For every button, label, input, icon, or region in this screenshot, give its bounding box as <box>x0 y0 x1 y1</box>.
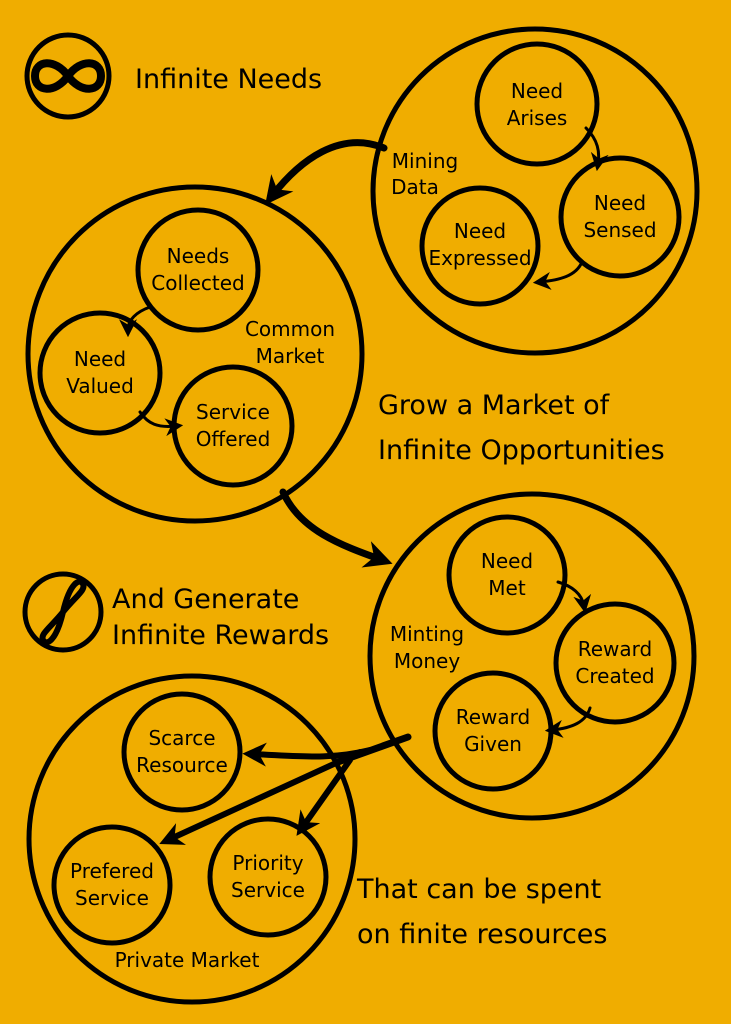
node-text: Need <box>481 549 533 573</box>
spent-text-2: on finite resources <box>357 919 607 950</box>
node-need-sensed: Need Sensed <box>558 155 682 279</box>
arrow-to-priority-service <box>296 757 353 836</box>
node-text: Reward <box>578 637 652 661</box>
private-market-cluster: Private Market Scarce Resource Prefered … <box>26 673 358 1005</box>
node-text: Need <box>511 79 563 103</box>
figure-eight-icon <box>39 578 87 646</box>
mining-data-cluster: Mining Data Need Arises Need Sensed Need… <box>370 26 700 356</box>
node-text: Given <box>464 732 522 756</box>
node-text: Sensed <box>583 218 656 242</box>
node-needs-collected: Needs Collected <box>135 207 261 333</box>
infinity-icon-ring <box>24 32 112 120</box>
generate-rewards-header: And Generate Infinite Rewards <box>22 571 329 653</box>
node-text: Prefered <box>70 859 154 883</box>
arrow-small <box>532 260 584 290</box>
node-text: Scarce <box>148 726 215 750</box>
node-text: Need <box>594 191 646 215</box>
node-service-offered: Service Offered <box>171 364 295 488</box>
arrow-small <box>138 410 184 437</box>
node-need-arises: Need Arises <box>474 41 600 167</box>
node-need-met: Need Met <box>446 514 568 636</box>
spending-arrows <box>159 733 412 845</box>
node-reward-created: Reward Created <box>553 601 677 725</box>
node-text: Reward <box>456 705 530 729</box>
arrow-mining-to-common <box>265 139 388 205</box>
mining-label: Mining <box>392 149 458 173</box>
arrow-small <box>544 706 592 738</box>
node-text: Expressed <box>428 246 531 270</box>
arrow-small <box>556 580 592 614</box>
minting-label-2: Money <box>394 649 460 673</box>
arrow-common-to-minting <box>279 488 393 568</box>
mining-label-2: Data <box>391 175 439 199</box>
node-text: Needs <box>167 244 230 268</box>
node-text: Created <box>575 664 654 688</box>
node-text: Service <box>196 400 270 424</box>
private-market-label: Private Market <box>115 948 260 972</box>
infinite-needs-title: Infinite Needs <box>135 64 322 95</box>
node-text: Need <box>454 219 506 243</box>
node-priority-service: Priority Service <box>207 816 329 938</box>
spent-text: That can be spent <box>356 874 601 905</box>
node-text: Priority <box>232 851 303 875</box>
common-label: Common <box>245 317 335 341</box>
infinite-needs-header: Infinite Needs <box>24 32 322 120</box>
infinity-icon <box>30 59 106 93</box>
node-need-expressed: Need Expressed <box>419 185 541 307</box>
grow-market-text: Grow a Market of <box>378 390 611 421</box>
figure-eight-icon-ring <box>22 571 104 653</box>
node-text: Need <box>74 347 126 371</box>
minting-money-cluster: Minting Money Need Met Reward Created Re… <box>367 491 697 821</box>
generate-text: And Generate <box>112 584 299 615</box>
grow-market-text-2: Infinite Opportunities <box>378 435 665 466</box>
node-need-valued: Need Valued <box>37 310 163 436</box>
arrow-to-prefered-service <box>159 749 363 845</box>
common-label-2: Market <box>256 344 325 368</box>
node-text: Resource <box>136 753 228 777</box>
node-text: Service <box>231 878 305 902</box>
node-text: Service <box>75 886 149 910</box>
arrow-small <box>119 305 152 338</box>
generate-text-2: Infinite Rewards <box>112 620 329 651</box>
node-scarce-resource: Scarce Resource <box>121 691 243 813</box>
node-text: Offered <box>196 427 271 451</box>
common-market-cluster: Common Market Needs Collected Need Value… <box>25 184 365 524</box>
node-prefered-service: Prefered Service <box>51 824 173 946</box>
node-text: Valued <box>66 374 134 398</box>
node-reward-given: Reward Given <box>432 670 554 792</box>
node-text: Collected <box>151 271 244 295</box>
node-text: Met <box>488 576 526 600</box>
node-text: Arises <box>507 106 568 130</box>
arrow-small <box>584 126 609 172</box>
minting-label: Minting <box>390 622 464 646</box>
